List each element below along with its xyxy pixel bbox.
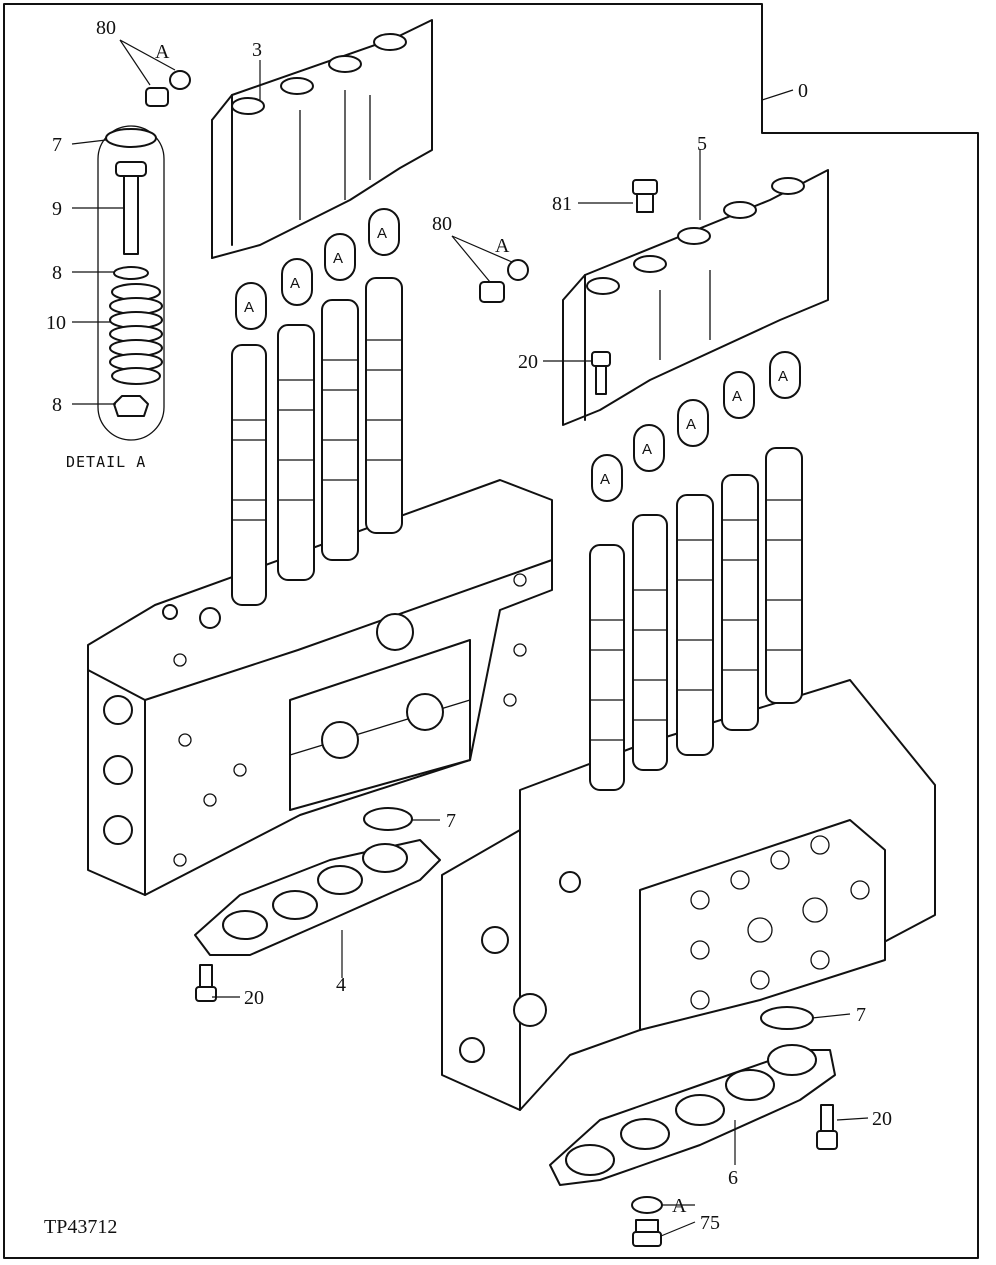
detail-symbol-bottom: A (672, 1195, 687, 1217)
detail-spring-10 (109, 283, 163, 385)
callout-7-detail: 7 (52, 134, 62, 156)
callout-3: 3 (252, 39, 262, 61)
right-a-markers: A A A A A (591, 351, 801, 502)
figure-id: TP43712 (44, 1216, 117, 1238)
right-valve-body (441, 679, 936, 1111)
a-marker-label: A (333, 250, 343, 267)
left-bolt-20 (195, 964, 217, 1002)
callout-81: 81 (552, 193, 572, 215)
right-spools (589, 447, 803, 791)
right-oring-7 (760, 1006, 814, 1030)
a-marker (324, 233, 356, 281)
bottom-oring-and-plug-75 (631, 1196, 663, 1247)
callout-7-right: 7 (856, 1004, 866, 1026)
detail-symbol-left: A (155, 41, 170, 63)
right-flange-6 (549, 1044, 836, 1186)
detail-pin-9-head (115, 161, 147, 177)
left-oring-7 (363, 807, 413, 831)
detail-symbol-right: A (495, 235, 510, 257)
detail-seat-8-bottom (113, 395, 149, 417)
callout-9: 9 (52, 198, 62, 220)
a-marker (633, 424, 665, 472)
callout-20-mid: 20 (518, 351, 538, 373)
right-plug-81 (632, 179, 658, 213)
a-marker-label: A (732, 388, 742, 405)
a-marker (281, 258, 313, 306)
detail-a-outline (97, 125, 165, 441)
callout-6: 6 (728, 1167, 738, 1189)
callout-4: 4 (336, 974, 346, 996)
callout-20-right: 20 (872, 1108, 892, 1130)
left-valve-body (87, 479, 553, 896)
callout-7-left: 7 (446, 810, 456, 832)
right-bolt-20 (816, 1104, 838, 1150)
callout-20-left: 20 (244, 987, 264, 1009)
leader-lines (71, 39, 869, 1237)
callout-5: 5 (697, 133, 707, 155)
a-marker-label: A (642, 441, 652, 458)
a-marker (368, 208, 400, 256)
left-flange-4 (194, 839, 441, 956)
a-marker-label: A (290, 275, 300, 292)
a-marker (235, 282, 267, 330)
detail-pin-9-shaft (123, 175, 139, 255)
callout-80-left: 80 (96, 17, 116, 39)
a-marker (591, 454, 623, 502)
a-marker (769, 351, 801, 399)
detail-oring-7 (105, 128, 157, 148)
detail-washer-8-top (113, 266, 149, 280)
callout-0: 0 (798, 80, 808, 102)
a-marker-label: A (377, 225, 387, 242)
a-marker-label: A (686, 416, 696, 433)
a-marker (723, 371, 755, 419)
left-a-markers: A A A A (235, 208, 400, 330)
right-plug-80 (479, 259, 529, 303)
callout-8-top: 8 (52, 262, 62, 284)
callout-75: 75 (700, 1212, 720, 1234)
a-marker-label: A (244, 299, 254, 316)
left-plug-80 (145, 70, 191, 107)
callout-10: 10 (46, 312, 66, 334)
right-cover-5 (562, 169, 829, 426)
callout-8-bottom: 8 (52, 394, 62, 416)
a-marker-label: A (600, 471, 610, 488)
detail-a-group (97, 125, 165, 441)
left-spools (231, 277, 403, 606)
detail-a-caption: DETAIL A (66, 453, 146, 471)
a-marker (677, 399, 709, 447)
callout-80-right: 80 (432, 213, 452, 235)
mid-bolt-20 (591, 351, 611, 395)
frame-border (3, 3, 979, 1259)
callout-labels: 0 3 4 5 6 7 7 7 8 8 9 10 20 20 20 75 80 … (46, 17, 892, 1234)
left-cover-3 (211, 19, 433, 259)
a-marker-label: A (778, 368, 788, 385)
